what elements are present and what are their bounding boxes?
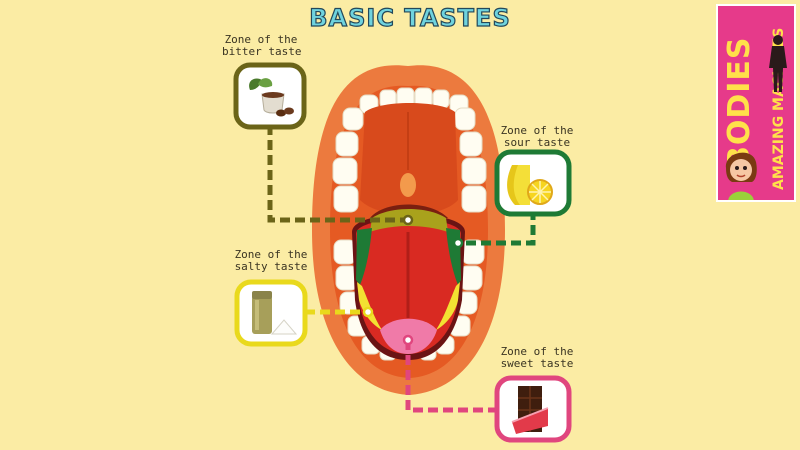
sour-taste-box xyxy=(494,149,572,217)
sweet-label-line2: sweet taste xyxy=(500,357,574,370)
connector-lines xyxy=(267,125,536,413)
sweet-zone-label: Zone of the sweet taste xyxy=(492,346,582,370)
bitter-label-line1: Zone of the xyxy=(224,33,298,46)
coffee-cup-icon xyxy=(249,78,294,117)
girl-mascot-icon xyxy=(725,152,757,200)
uvula xyxy=(400,173,416,197)
sour-label-line2: sour taste xyxy=(503,136,571,149)
lemon-icon xyxy=(507,165,553,205)
salty-label-line2: salty taste xyxy=(234,260,308,273)
sour-connector xyxy=(458,210,536,246)
salty-zone-right xyxy=(436,282,460,330)
bodies-logo: BODIES AMAZING MACHINES xyxy=(716,4,796,202)
bitter-connector xyxy=(267,125,408,223)
bitter-zone-label: Zone of the bitter taste xyxy=(222,33,302,58)
salty-taste-box xyxy=(234,279,308,347)
salt-shaker-icon xyxy=(252,291,298,335)
upper-teeth xyxy=(332,87,487,213)
salty-zone-left xyxy=(357,282,382,330)
bitter-label-line2: bitter taste xyxy=(222,45,302,58)
sweet-label-line1: Zone of the xyxy=(500,345,574,358)
tongue xyxy=(352,209,465,360)
chocolate-bar-icon xyxy=(511,386,549,434)
bitter-taste-box xyxy=(233,62,307,130)
connector-dots xyxy=(362,214,464,346)
sour-zone-left xyxy=(356,228,372,285)
sour-label-line1: Zone of the xyxy=(500,124,574,137)
human-silhouette-icon xyxy=(769,35,787,92)
salty-label-line1: Zone of the xyxy=(234,248,308,261)
sweet-connector xyxy=(405,340,496,413)
sweet-taste-box xyxy=(494,375,572,443)
sour-zone-label: Zone of the sour taste xyxy=(492,125,582,149)
salty-zone-label: Zone of the salty taste xyxy=(228,249,314,273)
page-title: BASIC TASTES xyxy=(309,3,511,32)
